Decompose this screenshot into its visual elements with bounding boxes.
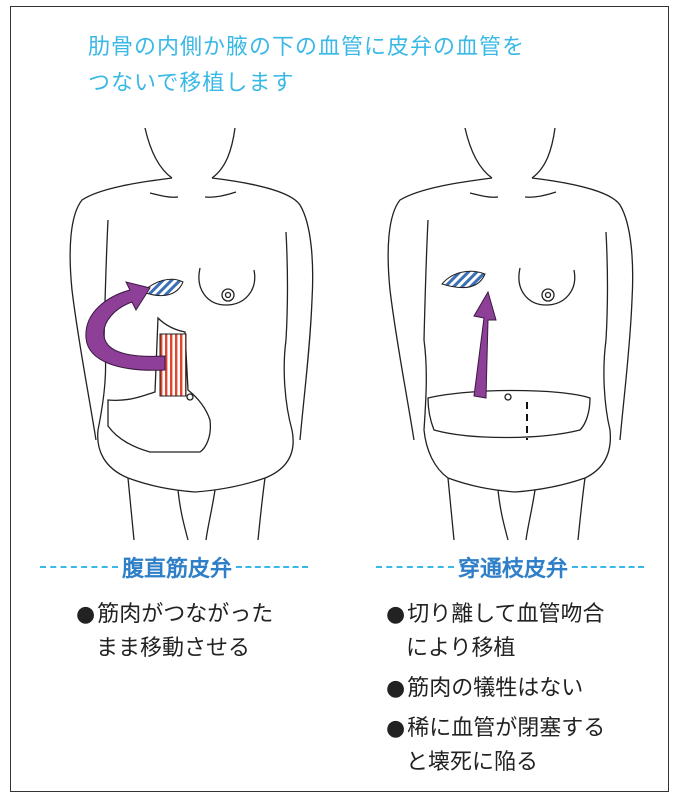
right-torso [388,128,633,540]
bullet-text: 筋肉がつながった [97,602,273,627]
bullet-text-cont: まま移動させる [76,632,326,666]
bullet-text: 切り離して血管吻合 [407,602,604,627]
bullet-text: 筋肉の犠牲はない [407,676,583,701]
left-title-row: 腹直筋皮弁 [36,552,312,582]
bullet-text-cont: により移植 [386,632,656,666]
bullet-dot: ● [386,602,405,627]
dashed-rule [376,566,454,568]
dashed-rule [40,566,118,568]
list-item: ●切り離して血管吻合 により移植 [386,598,656,666]
bullet-text: 稀に血管が閉塞する [407,716,605,741]
bullet-text-cont: と壊死に陥る [386,746,656,780]
list-item: ●筋肉の犠牲はない [386,672,656,706]
left-torso [70,128,313,540]
bullet-dot: ● [386,676,405,701]
left-bullet-list: ●筋肉がつながった まま移動させる [76,598,326,672]
bullet-dot: ● [386,716,405,741]
list-item: ●稀に血管が閉塞する と壊死に陥る [386,712,656,780]
right-title: 穿通枝皮弁 [458,551,568,583]
right-title-row: 穿通枝皮弁 [372,552,648,582]
left-title: 腹直筋皮弁 [122,551,232,583]
dashed-rule [572,566,644,568]
bullet-dot: ● [76,602,95,627]
dashed-rule [236,566,308,568]
right-recipient-site [442,271,485,287]
right-bullet-list: ●切り離して血管吻合 により移植 ●筋肉の犠牲はない ●稀に血管が閉塞する と壊… [386,598,656,786]
right-straight-arrow [474,292,496,398]
list-item: ●筋肉がつながった まま移動させる [76,598,326,666]
